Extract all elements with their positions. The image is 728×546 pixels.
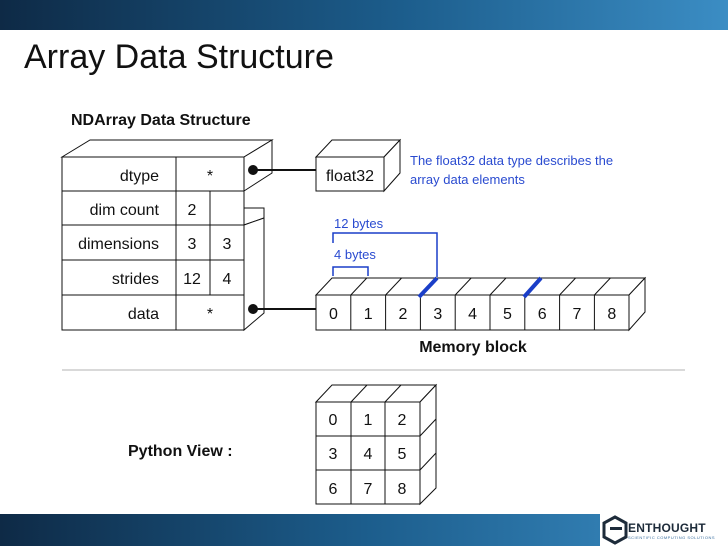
- memory-cell: 4: [468, 306, 477, 323]
- slide-title: Array Data Structure: [24, 38, 334, 76]
- bracket-12-bytes-label: 12 bytes: [334, 216, 384, 231]
- grid-cell: 4: [364, 446, 373, 463]
- enthought-logo: ENTHOUGHT SCIENTIFIC COMPUTING SOLUTIONS: [600, 514, 728, 546]
- memory-block: 0 1 2 3 4 5 6 7 8: [314, 276, 647, 332]
- value-dimension-0: 3: [188, 236, 197, 253]
- memory-block-label: Memory block: [419, 339, 527, 356]
- memory-cell-depth-divider: [454, 277, 472, 296]
- ndarray-table: [61, 156, 245, 331]
- grid-cell: 2: [398, 412, 407, 429]
- grid-cell: 0: [329, 412, 338, 429]
- data-pointer-arrow: [248, 304, 316, 314]
- memory-cell: 1: [364, 306, 373, 323]
- memory-cell-depth-divider: [559, 277, 576, 296]
- python-view-grid: 0 1 2 3 4 5 6 7 8: [314, 383, 438, 506]
- python-view-label: Python View :: [128, 443, 233, 460]
- memory-cell-depth-divider: [489, 277, 507, 296]
- row-label-dtype: dtype: [120, 168, 159, 185]
- bracket-12-bytes: [332, 232, 438, 277]
- memory-cell: 3: [433, 306, 442, 323]
- ndarray-heading: NDArray Data Structure: [71, 112, 251, 129]
- row-label-strides: strides: [112, 271, 159, 288]
- dtype-note-line1: The float32 data type describes the: [410, 153, 613, 168]
- memory-cell: 8: [607, 306, 616, 323]
- stride-marker: [417, 276, 439, 299]
- enthought-logo-icon: [602, 515, 628, 545]
- value-data-pointer: *: [207, 306, 213, 323]
- float32-label: float32: [326, 168, 374, 185]
- grid-cell: 8: [398, 481, 407, 498]
- bracket-4-bytes: [332, 266, 369, 276]
- row-label-dimensions: dimensions: [78, 236, 159, 253]
- memory-cell: 5: [503, 306, 512, 323]
- value-stride-1: 4: [223, 271, 232, 288]
- row-label-dim-count: dim count: [90, 202, 160, 219]
- grid-cell: 3: [329, 446, 338, 463]
- float32-box: float32: [314, 138, 402, 193]
- grid-cell: 7: [364, 481, 373, 498]
- value-dtype-pointer: *: [207, 168, 213, 185]
- grid-cell: 5: [398, 446, 407, 463]
- logo-brand: ENTHOUGHT: [628, 521, 706, 535]
- memory-cell-depth-divider: [350, 277, 368, 296]
- grid-cell: 1: [364, 412, 373, 429]
- memory-cell: 7: [573, 306, 582, 323]
- stride-marker: [522, 276, 543, 299]
- dtype-note-line2: array data elements: [410, 172, 525, 187]
- value-stride-0: 12: [183, 271, 201, 288]
- memory-cell: 0: [329, 306, 338, 323]
- memory-cell: 2: [399, 306, 408, 323]
- logo-tagline: SCIENTIFIC COMPUTING SOLUTIONS: [628, 535, 716, 540]
- value-dimension-1: 3: [223, 236, 232, 253]
- value-dim-count: 2: [188, 202, 197, 219]
- dtype-pointer-arrow: [248, 165, 316, 175]
- top-banner: [0, 0, 728, 30]
- memory-cell-depth-divider: [385, 277, 402, 296]
- row-label-data: data: [128, 306, 159, 323]
- grid-cell: 6: [329, 481, 338, 498]
- memory-cell-depth-divider: [594, 277, 611, 296]
- bracket-4-bytes-label: 4 bytes: [334, 247, 376, 262]
- memory-cell: 6: [538, 306, 547, 323]
